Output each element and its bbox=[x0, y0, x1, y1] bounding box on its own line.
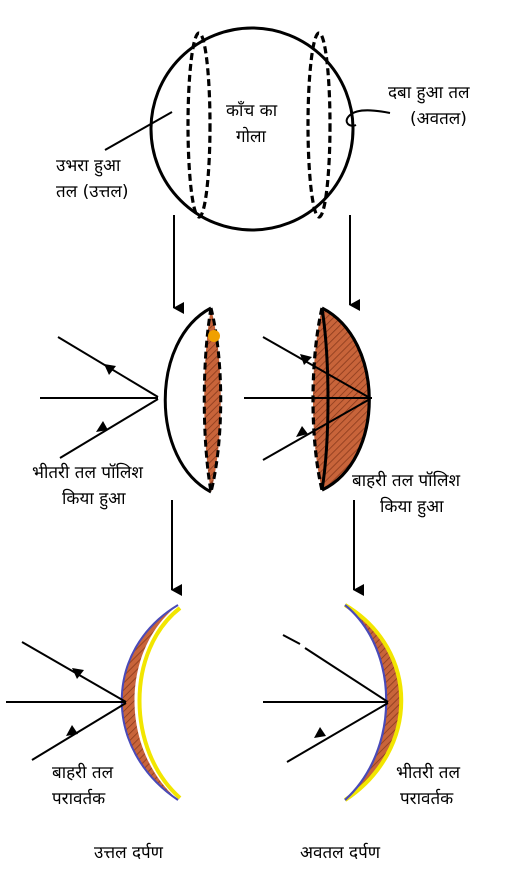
inner-reflector-label-1: भीतरी तल bbox=[396, 763, 461, 783]
concave-surface-label-1: दबा हुआ तल bbox=[388, 83, 470, 103]
inner-polished-label-1: भीतरी तल पॉलिश bbox=[32, 463, 143, 483]
convex-surface-label-1: उभरा हुआ bbox=[56, 156, 121, 176]
inner-polished-piece bbox=[40, 306, 223, 494]
concave-leader-line bbox=[345, 109, 391, 127]
inner-reflector-label-2: परावर्तक bbox=[400, 789, 454, 809]
convex-surface-label-2: तल (उत्तल) bbox=[56, 182, 129, 202]
convex-mirror-caption: उत्तल दर्पण bbox=[94, 843, 163, 863]
right-cut-ellipse bbox=[306, 31, 332, 219]
outer-reflector-label-2: परावर्तक bbox=[52, 789, 106, 809]
glass-sphere bbox=[149, 26, 355, 232]
convex-mirror-shape bbox=[6, 604, 182, 801]
orange-dot bbox=[208, 330, 220, 342]
outer-reflector-label-1: बाहरी तल bbox=[52, 763, 114, 783]
concave-mirror-caption: अवतल दर्पण bbox=[300, 843, 381, 863]
outer-polished-label-1: बाहरी तल पॉलिश bbox=[352, 471, 461, 491]
glass-sphere-label-2: गोला bbox=[236, 127, 266, 147]
concave-mirror-shape bbox=[263, 603, 404, 802]
concave-surface-label-2: (अवतल) bbox=[410, 109, 467, 129]
inner-polished-label-2: किया हुआ bbox=[62, 489, 126, 509]
left-cut-ellipse bbox=[186, 31, 212, 219]
outer-polished-piece bbox=[244, 306, 372, 492]
glass-sphere-label-1: काँच का bbox=[226, 101, 278, 121]
outer-polished-label-2: किया हुआ bbox=[380, 497, 444, 517]
convex-leader-line bbox=[104, 111, 173, 151]
